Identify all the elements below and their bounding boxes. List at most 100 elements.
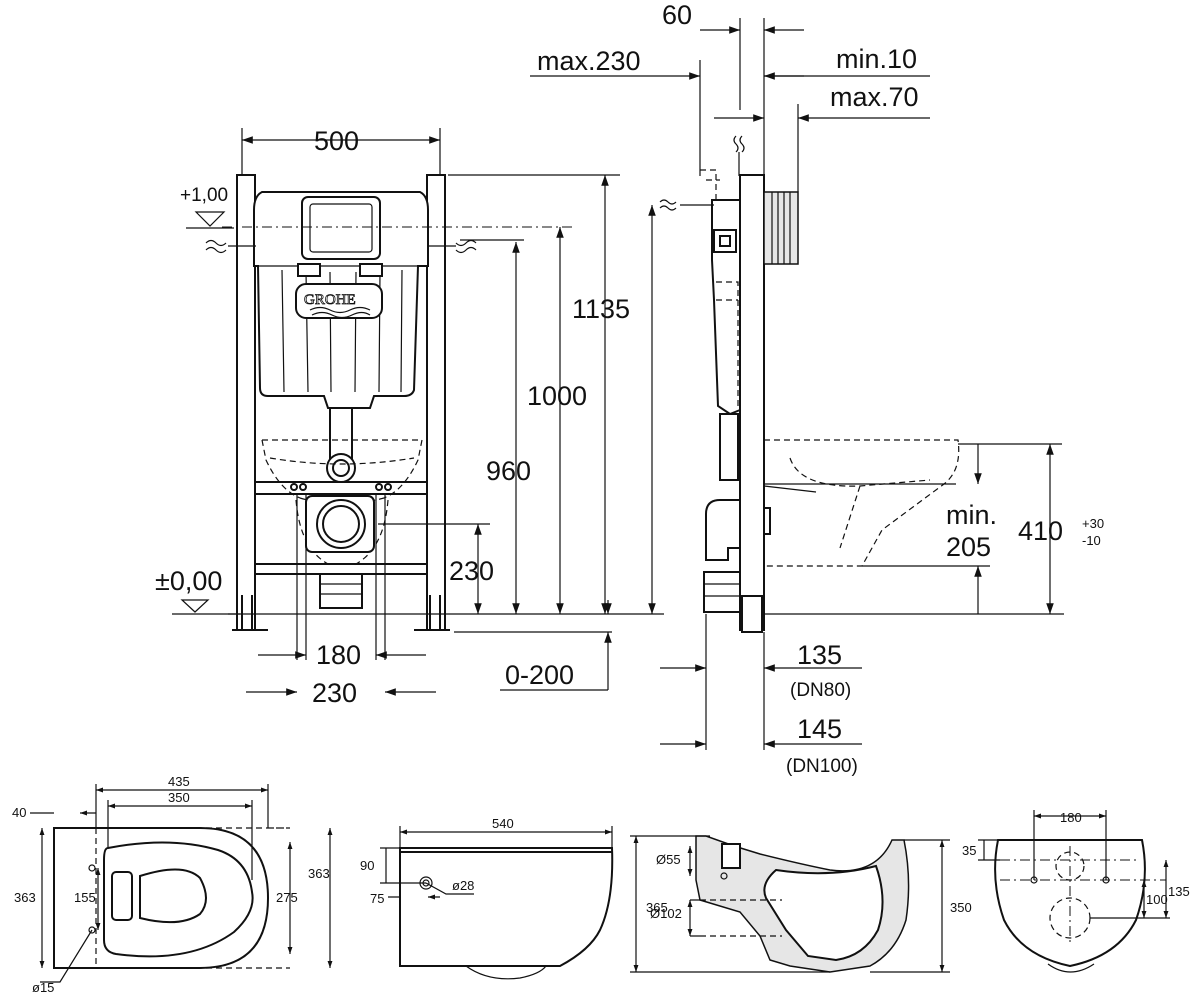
side-drain-rings [704, 583, 740, 597]
bowl-rear-view: 180 35 100 135 [962, 810, 1190, 973]
lower-crossbar [254, 563, 428, 575]
stud-lines [296, 494, 386, 660]
wall-flange-threads [771, 192, 791, 264]
dim-205-label: 205 [946, 532, 991, 562]
rear-centre-line [1000, 846, 1166, 942]
side-bowl-inner [789, 457, 931, 549]
drain-outlet-inner [322, 505, 360, 543]
dim-540-label: 540 [492, 816, 514, 831]
dim-15-label: ø15 [32, 980, 54, 995]
section-drain-dashed [700, 899, 782, 937]
anchor-hole-2 [299, 483, 307, 491]
side-foot [741, 595, 763, 633]
top-bowl-outline [53, 827, 270, 969]
dim-145-dn100: (DN100) [786, 756, 858, 777]
side-back-inlet [659, 199, 714, 211]
flush-connector-inner [332, 459, 350, 477]
side-bolt [763, 485, 817, 493]
dim-350-section-label: 350 [950, 900, 972, 915]
side-drain-elbow [705, 499, 741, 561]
dim-365-ext [630, 835, 830, 973]
bowl-side-outline [399, 847, 614, 967]
dim-363-right-label: 363 [308, 866, 330, 881]
dim-60-ext [739, 18, 765, 176]
rear-bottom [1047, 963, 1095, 973]
dim-135-rear-label: 135 [1168, 884, 1190, 899]
right-water-inlet [428, 239, 477, 254]
side-valve-inner [719, 235, 731, 247]
dim-500-label: 500 [314, 126, 359, 156]
side-inlet-dashed [700, 169, 720, 200]
dim-205-min-label: min. [946, 500, 997, 530]
dim-410-tol-plus: +30 [1082, 516, 1104, 531]
wall-flange [763, 191, 799, 265]
bowl-side-view: ø28 540 90 75 [360, 816, 614, 980]
dim-960-label: 960 [486, 456, 531, 486]
dim-350-ext [95, 784, 269, 880]
front-view: GROHE +1,00 ±0,00 [155, 126, 664, 708]
section-inlet-dot [720, 872, 728, 880]
bowl-side-hole-leader [425, 882, 474, 895]
mounting-crossbar [254, 481, 428, 495]
top-level-label: +1,00 [180, 185, 228, 206]
side-frame [739, 174, 765, 631]
floor-level-symbol [172, 599, 240, 615]
side-cistern-dashed [716, 281, 739, 410]
dim-0-200-label: 0-200 [505, 660, 574, 690]
dim-35-line [978, 839, 1000, 861]
right-foot [414, 595, 450, 631]
dim-28-label: ø28 [452, 878, 474, 893]
dim-180-rear-ext [1033, 810, 1107, 880]
logo-wave [309, 306, 371, 319]
side-top-inlet [733, 135, 745, 176]
dim-1135-label: 1135 [572, 294, 630, 324]
dim-155-label: 155 [74, 890, 96, 905]
dim-410-tol-minus: -10 [1082, 533, 1101, 548]
dim-90-line [380, 847, 426, 884]
dim-365-label: 365 [646, 900, 668, 915]
top-hole-1 [88, 864, 96, 872]
dim-90-label: 90 [360, 858, 374, 873]
dim-min10-label: min.10 [836, 44, 917, 74]
top-bowl-rim [103, 841, 254, 958]
dim-275-label: 275 [276, 890, 298, 905]
dim-135-dn80: (DN80) [790, 680, 851, 701]
anchor-hole-3 [375, 483, 383, 491]
dim-350-section-ext [870, 839, 950, 973]
dim-102-label: Ø102 [650, 906, 682, 921]
dim-363-left-label: 363 [14, 890, 36, 905]
top-bowl-opening [139, 868, 207, 924]
bowl-section-view: Ø55 Ø102 365 350 [630, 835, 972, 973]
side-view: 60 max.230 min.10 max.70 min. 205 410 +3… [530, 0, 1104, 777]
dim-135-label: 135 [797, 640, 842, 670]
flush-pipe [329, 407, 353, 459]
dim-55-label: Ø55 [656, 852, 681, 867]
cistern-rib-1 [281, 269, 403, 393]
dim-230-vert-label: 230 [449, 556, 494, 586]
brand-logo: GROHE [304, 292, 356, 308]
left-foot [232, 595, 268, 631]
dim-410-label: 410 [1018, 516, 1063, 546]
top-hole-leader [40, 929, 93, 983]
dim-1000-label: 1000 [527, 381, 587, 411]
drain-bend-rings [320, 583, 362, 595]
dim-540-ext [399, 826, 613, 848]
anchor-hole-4 [384, 483, 392, 491]
left-water-inlet [205, 239, 256, 254]
dim-180-rear-label: 180 [1060, 810, 1082, 825]
bowl-outline-dashed [261, 439, 423, 505]
dim-40-label: 40 [12, 805, 26, 820]
brand-plate [295, 283, 383, 319]
side-flush-pipe [719, 413, 739, 481]
seat-outline-dashed [269, 457, 415, 465]
dim-180-label: 180 [316, 640, 361, 670]
dim-max230-label: max.230 [537, 46, 641, 76]
plate-clip-left [297, 263, 321, 277]
dim-135-ext [705, 614, 765, 750]
side-bowl-outline [764, 439, 960, 567]
side-drain-pipe [703, 571, 741, 613]
top-hinge [111, 871, 133, 921]
dim-350-top-label: 350 [168, 790, 190, 805]
side-cistern [711, 199, 741, 416]
